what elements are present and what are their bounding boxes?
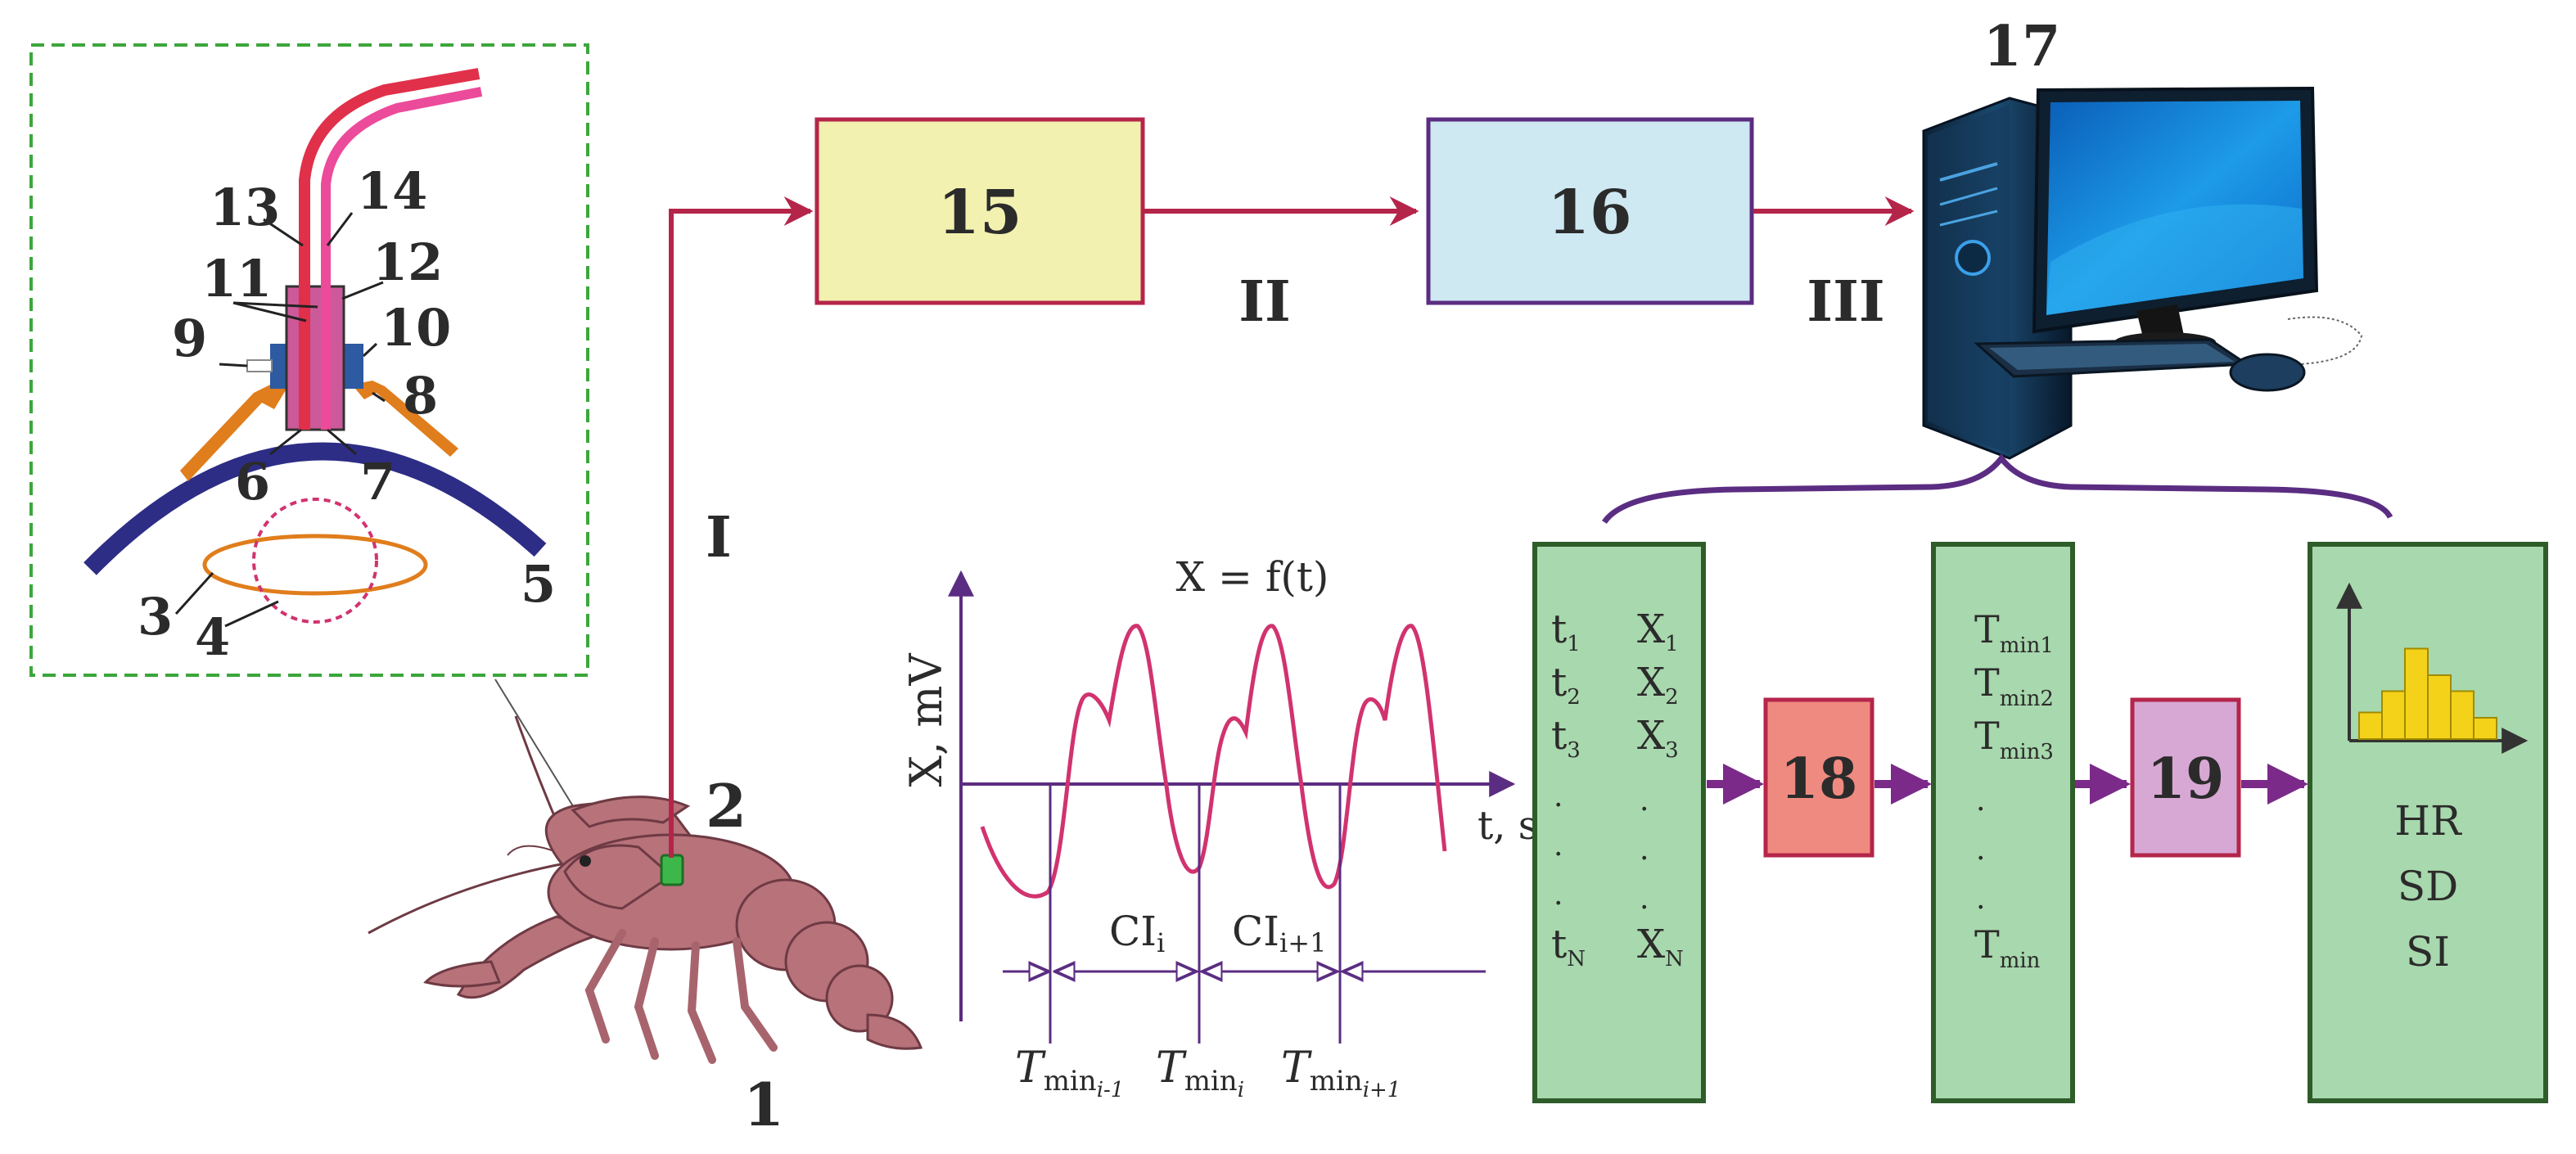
sleeve bbox=[285, 285, 345, 431]
block-15 bbox=[814, 117, 1145, 305]
holder-left bbox=[180, 385, 286, 481]
svg-text:.: . bbox=[1640, 784, 1649, 818]
label-9: 9 bbox=[172, 309, 207, 368]
tmin-label-b: Tmini bbox=[1156, 1044, 1244, 1102]
svg-text:XN: XN bbox=[1637, 922, 1684, 971]
label-13: 13 bbox=[210, 178, 280, 237]
label-4: 4 bbox=[195, 607, 230, 667]
svg-text:.: . bbox=[1976, 882, 1985, 916]
signal-graph: X, mV t, s X = f(t) CIi CIi+1 Tmini-1 Tm… bbox=[900, 553, 1538, 1102]
svg-text:X1: X1 bbox=[1637, 606, 1679, 656]
block-19 bbox=[2130, 697, 2241, 858]
label-10: 10 bbox=[381, 298, 451, 358]
block-18-label: 18 bbox=[1780, 746, 1858, 812]
svg-text:.: . bbox=[1640, 882, 1649, 916]
table-raw bbox=[1532, 542, 1706, 1103]
svg-text:X2: X2 bbox=[1637, 660, 1679, 710]
svg-text:t1: t1 bbox=[1551, 606, 1581, 656]
link-I-line bbox=[669, 196, 814, 858]
histogram-bar bbox=[2473, 717, 2497, 740]
signal-wave bbox=[980, 624, 1447, 899]
clamp-right bbox=[344, 344, 363, 389]
result-hr: HR bbox=[2394, 797, 2462, 845]
sensor-inset: 13 14 11 12 9 10 8 6 7 3 4 5 bbox=[29, 43, 589, 807]
svg-text:.: . bbox=[1554, 829, 1563, 863]
svg-text:.: . bbox=[1640, 833, 1649, 867]
y-axis-label: X, mV bbox=[900, 653, 952, 787]
label-12: 12 bbox=[372, 232, 443, 292]
table-tmin bbox=[1931, 542, 2075, 1103]
label-6: 6 bbox=[235, 452, 270, 512]
tmin-label-c: Tmini+1 bbox=[1281, 1044, 1401, 1102]
svg-text:Tmin3: Tmin3 bbox=[1974, 714, 2054, 764]
crayfish-illustration bbox=[368, 715, 923, 1064]
ci-i-label: CIi bbox=[1109, 908, 1165, 958]
svg-text:Tmin1: Tmin1 bbox=[1974, 607, 2054, 658]
x-axis-label: t, s bbox=[1477, 803, 1538, 849]
svg-text:X3: X3 bbox=[1637, 713, 1679, 763]
block-19-label: 19 bbox=[2147, 746, 2225, 812]
svg-text:.: . bbox=[1976, 784, 1985, 818]
table-tmin-content: Tmin1 Tmin2 Tmin3 . . . Tmin bbox=[1974, 607, 2054, 973]
sensor-green bbox=[660, 854, 684, 886]
holder-right bbox=[352, 381, 458, 457]
curly-brace bbox=[1602, 453, 2393, 525]
label-11: 11 bbox=[201, 249, 272, 309]
label-5: 5 bbox=[521, 554, 556, 614]
histogram-bar bbox=[2358, 711, 2383, 740]
computer-label: 17 bbox=[1983, 14, 2061, 79]
result-si: SI bbox=[2406, 928, 2450, 976]
block-15-label: 15 bbox=[938, 178, 1022, 248]
heart-circle bbox=[252, 498, 378, 624]
results-histogram bbox=[2336, 582, 2529, 754]
result-sd: SD bbox=[2398, 863, 2458, 910]
histogram-bar bbox=[2404, 647, 2429, 740]
inset-pointer bbox=[494, 678, 574, 807]
inset-border bbox=[29, 43, 589, 677]
computer-icon bbox=[1922, 86, 2363, 460]
heart-ellipse bbox=[202, 534, 428, 596]
table-raw-content: t1 X1 t2 X2 t3 X3 . . . . . . tN XN bbox=[1551, 606, 1684, 971]
shell-arc bbox=[83, 442, 547, 575]
svg-text:.: . bbox=[1976, 833, 1985, 867]
fiber-14 bbox=[321, 87, 483, 430]
svg-text:tN: tN bbox=[1551, 922, 1586, 971]
svg-text:t3: t3 bbox=[1551, 713, 1581, 763]
link-II-label: II bbox=[1238, 269, 1291, 335]
screw bbox=[246, 359, 273, 372]
histogram-bar bbox=[2381, 690, 2406, 740]
label-3: 3 bbox=[138, 587, 173, 647]
label-sensor: 2 bbox=[706, 771, 747, 841]
svg-text:.: . bbox=[1554, 878, 1563, 912]
link-III-label: III bbox=[1807, 269, 1884, 335]
svg-text:Tmin: Tmin bbox=[1974, 922, 2041, 973]
svg-text:Tmin2: Tmin2 bbox=[1974, 660, 2054, 711]
label-14: 14 bbox=[357, 161, 427, 221]
label-crayfish: 1 bbox=[743, 1070, 784, 1139]
label-7: 7 bbox=[360, 452, 395, 512]
label-8: 8 bbox=[403, 366, 438, 426]
svg-text:.: . bbox=[1554, 780, 1563, 814]
block-16-label: 16 bbox=[1548, 178, 1632, 248]
block-18 bbox=[1763, 697, 1874, 858]
graph-title: X = f(t) bbox=[1176, 553, 1329, 601]
histogram-bar bbox=[2450, 690, 2474, 740]
tmin-label-a: Tmini-1 bbox=[1015, 1044, 1124, 1102]
histogram-bar bbox=[2427, 674, 2452, 740]
block-16 bbox=[1426, 117, 1754, 305]
fiber-13 bbox=[299, 68, 480, 430]
link-I-label: I bbox=[706, 505, 732, 570]
ci-i1-label: CIi+1 bbox=[1232, 908, 1326, 958]
svg-text:t2: t2 bbox=[1551, 660, 1581, 710]
